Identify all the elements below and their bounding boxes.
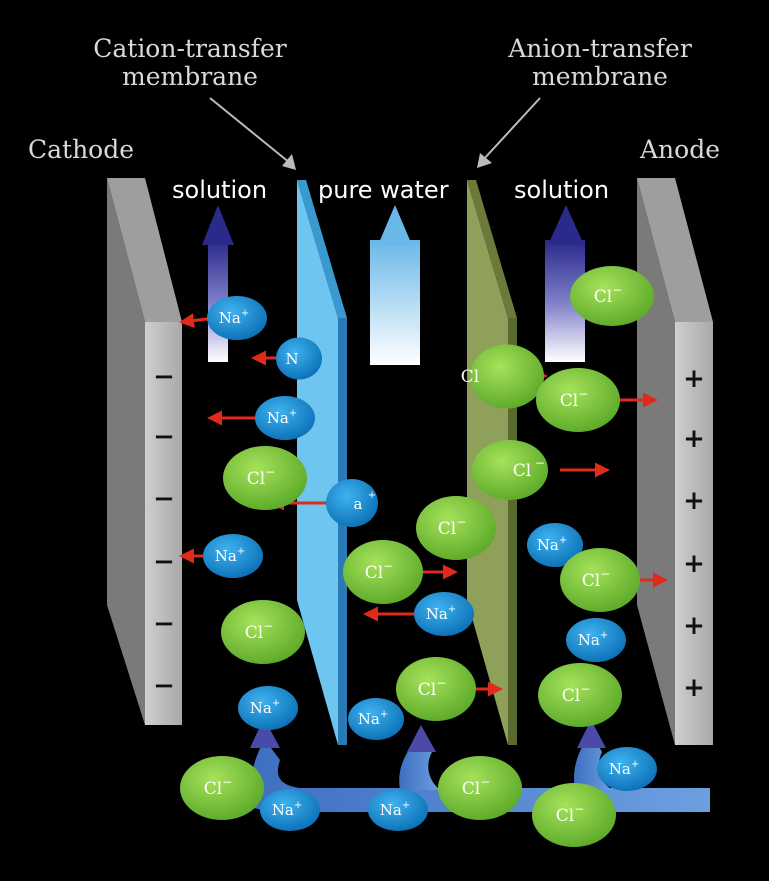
membrane-pointer-left [209,97,296,170]
svg-text:Na+: Na+ [215,546,245,565]
cathode-signs: − − − − − − [153,362,175,701]
anion-membrane-label-line2: membrane [532,62,668,91]
svg-text:Cl−: Cl− [560,387,589,411]
cl-ion: Cl− [536,368,620,432]
anode-sign: + [683,486,705,516]
na-ion: Na+ [597,747,657,791]
anion-membrane-label: Anion-transfer membrane [470,35,730,91]
svg-text:Na+: Na+ [426,604,456,623]
anode-sign: + [683,673,705,703]
svg-text:Cl: Cl [461,367,479,387]
svg-text:Na+: Na+ [219,308,249,327]
pure-water-label: pure water [318,176,449,204]
na-ion: Na+ [348,698,404,740]
svg-text:Na+: Na+ [380,800,410,819]
anode-signs: + + + + + + [683,364,705,703]
svg-text:Cl−: Cl− [556,802,585,826]
pure-water-arrow [370,205,420,365]
membrane-pointer-right [477,97,541,168]
cation-membrane-label: Cation-transfer membrane [55,35,325,91]
svg-text:Na+: Na+ [537,535,567,554]
na-ion: Na+ [566,618,626,662]
na-ion: Na+ [255,396,315,440]
cl-ion: Cl− [223,446,307,510]
cl-ion-partial: Cl [461,344,544,409]
cathode-label: Cathode [28,135,135,164]
na-ion: Na+ [203,534,263,578]
na-ion: Na+ [527,523,583,567]
anode-sign: + [683,611,705,641]
svg-text:Na+: Na+ [358,709,388,728]
solution-right-label: solution [514,176,610,204]
cl-ion: Cl− [416,496,496,560]
cl-ion: Cl− [532,783,616,847]
cathode-sign: − [153,484,175,514]
svg-text:Cl: Cl [513,461,531,481]
anode-label: Anode [640,135,721,164]
svg-text:a: a [354,495,363,513]
cl-ion-partial: Cl− [472,440,548,500]
cl-ion: Cl− [570,266,654,326]
na-ion: Na+ [414,592,474,636]
svg-text:Na+: Na+ [578,630,608,649]
cathode-sign: − [153,547,175,577]
cation-transfer-membrane [297,180,347,745]
cathode-electrode [107,178,182,725]
cl-ion: Cl− [343,540,423,604]
svg-text:Cl−: Cl− [582,567,611,591]
cl-ion: Cl− [560,548,640,612]
cl-ion: Cl− [221,600,305,664]
cathode-sign: − [153,609,175,639]
svg-text:Cl−: Cl− [594,283,623,307]
na-ion: Na+ [238,686,298,730]
solution-left-label: solution [172,176,268,204]
na-ion: Na+ [260,789,320,831]
svg-text:N: N [285,350,298,368]
na-ion: Na+ [207,296,267,340]
na-ion: Na+ [368,789,428,831]
cathode-sign: − [153,671,175,701]
cation-membrane-label-line1: Cation-transfer [93,34,287,63]
cation-membrane-label-line2: membrane [122,62,258,91]
svg-text:+: + [368,490,376,501]
cl-ion: Cl− [396,657,476,721]
svg-text:Na+: Na+ [272,800,302,819]
svg-text:Na+: Na+ [609,759,639,778]
solution-arrow-right [545,205,585,362]
svg-text:−: − [535,456,545,470]
cathode-sign: − [153,422,175,452]
svg-text:Cl−: Cl− [365,559,394,583]
svg-text:Na+: Na+ [267,408,297,427]
cl-ion: Cl− [538,663,622,727]
svg-text:Na+: Na+ [250,698,280,717]
na-ion-partial: N [276,337,322,380]
svg-text:Cl−: Cl− [438,515,467,539]
na-ion-partial: a+ [326,479,378,527]
cl-ions: Cl− Cl− Cl− Cl− Cl− Cl Cl− Cl− Cl− Cl− C… [180,266,654,847]
cl-ion: Cl− [438,756,522,820]
anode-sign: + [683,549,705,579]
svg-text:Cl−: Cl− [462,775,491,799]
anode-electrode [637,178,713,745]
svg-text:Cl−: Cl− [418,676,447,700]
anode-sign: + [683,364,705,394]
svg-text:Cl−: Cl− [562,682,591,706]
cathode-sign: − [153,362,175,392]
svg-text:Cl−: Cl− [245,619,274,643]
na-ions: Na+ N Na+ a+ Na+ Na+ Na+ Na+ Na+ Na+ Na+… [203,296,657,831]
anion-membrane-label-line1: Anion-transfer [508,34,692,63]
cl-ion: Cl− [180,756,264,820]
anode-sign: + [683,424,705,454]
svg-text:Cl−: Cl− [247,465,276,489]
svg-text:Cl−: Cl− [204,775,233,799]
